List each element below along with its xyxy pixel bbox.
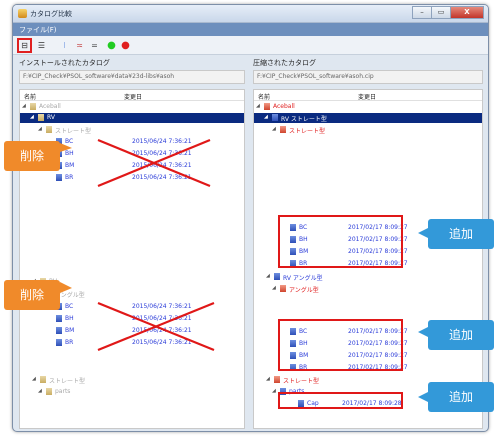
tree-row[interactable]: BC 2017/02/17 8:09:27 (256, 223, 482, 233)
expand-icon[interactable]: ◢ (256, 103, 260, 109)
right-panel-label: 圧縮されたカタログ (253, 59, 316, 67)
folder-icon (264, 103, 270, 110)
file-icon (56, 174, 62, 181)
tree-row[interactable]: BR 2017/02/17 8:09:27 (256, 363, 482, 373)
expand-icon[interactable]: ◢ (266, 273, 270, 279)
tree-row[interactable]: ◢ ストレート型 (32, 376, 86, 385)
green-filter-icon[interactable]: ● (107, 40, 116, 51)
folder-icon (274, 376, 280, 383)
title-bar: カタログ比較 – ▭ X (13, 5, 488, 23)
expand-icon[interactable]: ◢ (272, 126, 276, 132)
tree-row[interactable]: BM 2017/02/17 8:09:27 (256, 351, 482, 361)
tree-row[interactable]: ◢ parts (38, 388, 71, 395)
file-icon (290, 328, 296, 335)
file-icon (56, 315, 62, 322)
file-icon (56, 327, 62, 334)
tree-view-icon[interactable]: ⊟ (17, 38, 32, 53)
tree-row[interactable]: ◢ Aceball (22, 103, 61, 110)
expand-icon[interactable]: ◢ (22, 103, 26, 109)
tree-row[interactable]: ◢ アングル型 (272, 285, 319, 294)
right-path-field[interactable]: F:¥CIP_Check¥PSOL_software¥asoh.cip (253, 70, 483, 84)
delete-callout: 削除 (4, 141, 60, 171)
tree-row[interactable]: BH 2017/02/17 8:09:27 (256, 235, 482, 245)
folder-icon (280, 388, 286, 395)
right-tree[interactable]: 名前 変更日 ◢ Aceball ◢ RV ストレート型 ◢ ストレート型 BC… (253, 89, 483, 429)
left-panel-label: インストールされたカタログ (19, 59, 110, 67)
close-button[interactable]: X (450, 6, 484, 19)
folder-icon (38, 114, 44, 121)
tree-row[interactable]: BR 2015/06/24 7:36:21 (22, 173, 244, 183)
folder-icon (40, 376, 46, 383)
left-tree[interactable]: 名前 変更日 ◢ Aceball ◢ RV ◢ ストレート型 BC 2015/0… (19, 89, 245, 429)
diff-icon[interactable]: ≍ (76, 41, 83, 50)
expand-icon[interactable]: ◢ (30, 114, 34, 120)
folder-icon (46, 388, 52, 395)
tree-row[interactable]: BH 2015/06/24 7:36:21 (22, 314, 244, 324)
expand-icon[interactable]: ◢ (272, 285, 276, 291)
file-icon (290, 260, 296, 267)
add-callout: 追加 (428, 219, 494, 249)
file-icon (290, 248, 296, 255)
folder-icon (280, 126, 286, 133)
file-icon (290, 236, 296, 243)
tree-row[interactable]: BC 2017/02/17 8:09:27 (256, 327, 482, 337)
file-icon (290, 224, 296, 231)
file-icon (290, 340, 296, 347)
file-icon (290, 352, 296, 359)
tree-row[interactable]: BH 2017/02/17 8:09:27 (256, 339, 482, 349)
highlight-box (278, 319, 403, 371)
left-header: 名前 変更日 (20, 90, 244, 101)
highlight-box (278, 215, 403, 268)
left-col-date[interactable]: 変更日 (124, 94, 143, 101)
left-path-field[interactable]: F:¥CIP_Check¥PSOL_software¥data¥23d-libs… (19, 70, 245, 84)
expand-icon[interactable]: ◢ (38, 388, 42, 394)
tree-row[interactable]: ◢ ストレート型 (38, 126, 92, 135)
tree-row[interactable]: BM 2015/06/24 7:36:21 (22, 326, 244, 336)
delete-callout: 削除 (4, 280, 60, 310)
tree-row[interactable]: ◢ RV アングル型 (266, 273, 323, 282)
menu-bar: ファイル(F) (13, 23, 488, 36)
window-title: カタログ比較 (30, 10, 72, 18)
right-col-date[interactable]: 変更日 (358, 94, 377, 101)
left-col-name[interactable]: 名前 (24, 94, 37, 101)
folder-icon (46, 126, 52, 133)
tree-row-selected[interactable]: ◢ RV ストレート型 (254, 113, 482, 123)
highlight-box (278, 392, 403, 409)
tree-row-selected[interactable]: ◢ RV (20, 113, 244, 123)
expand-icon[interactable]: ◢ (32, 376, 36, 382)
folder-icon (280, 285, 286, 292)
folder-icon (30, 103, 36, 110)
folder-icon (272, 114, 278, 121)
right-col-name[interactable]: 名前 (258, 94, 271, 101)
folder-icon (274, 273, 280, 280)
maximize-button[interactable]: ▭ (431, 6, 451, 19)
file-icon (290, 364, 296, 371)
expand-icon[interactable]: ◢ (38, 126, 42, 132)
expand-icon[interactable]: ◢ (272, 388, 276, 394)
add-callout: 追加 (428, 382, 494, 412)
expand-icon[interactable]: ◢ (264, 114, 268, 120)
toolbar: ⊟ ☰ ⁝ ≍ = ● ● (13, 36, 488, 55)
tree-row[interactable]: BR 2015/06/24 7:36:21 (22, 338, 244, 348)
list-view-icon[interactable]: ☰ (37, 41, 46, 50)
menu-file[interactable]: ファイル(F) (19, 26, 57, 34)
tree-row[interactable]: BR 2017/02/17 8:09:27 (256, 259, 482, 269)
tree-row[interactable]: ◢ ストレート型 (272, 126, 326, 135)
file-icon (298, 400, 304, 407)
split-icon[interactable]: ⁝ (63, 41, 66, 50)
minimize-button[interactable]: – (412, 6, 432, 19)
add-callout: 追加 (428, 320, 494, 350)
app-icon (18, 9, 27, 18)
file-icon (56, 339, 62, 346)
tree-row[interactable]: ◢ ストレート型 (266, 376, 320, 385)
equal-icon[interactable]: = (91, 41, 98, 50)
tree-row[interactable]: ◢ Aceball (256, 103, 295, 110)
right-header: 名前 変更日 (254, 90, 482, 101)
red-filter-icon[interactable]: ● (121, 40, 130, 51)
tree-row[interactable]: ◢ parts (272, 388, 305, 395)
catalog-compare-window: カタログ比較 – ▭ X ファイル(F) ⊟ ☰ ⁝ ≍ = ● ● インストー… (12, 4, 489, 432)
tree-row[interactable]: BM 2017/02/17 8:09:27 (256, 247, 482, 257)
expand-icon[interactable]: ◢ (266, 376, 270, 382)
tree-row[interactable]: Cap 2017/02/17 8:09:28 (256, 399, 482, 409)
